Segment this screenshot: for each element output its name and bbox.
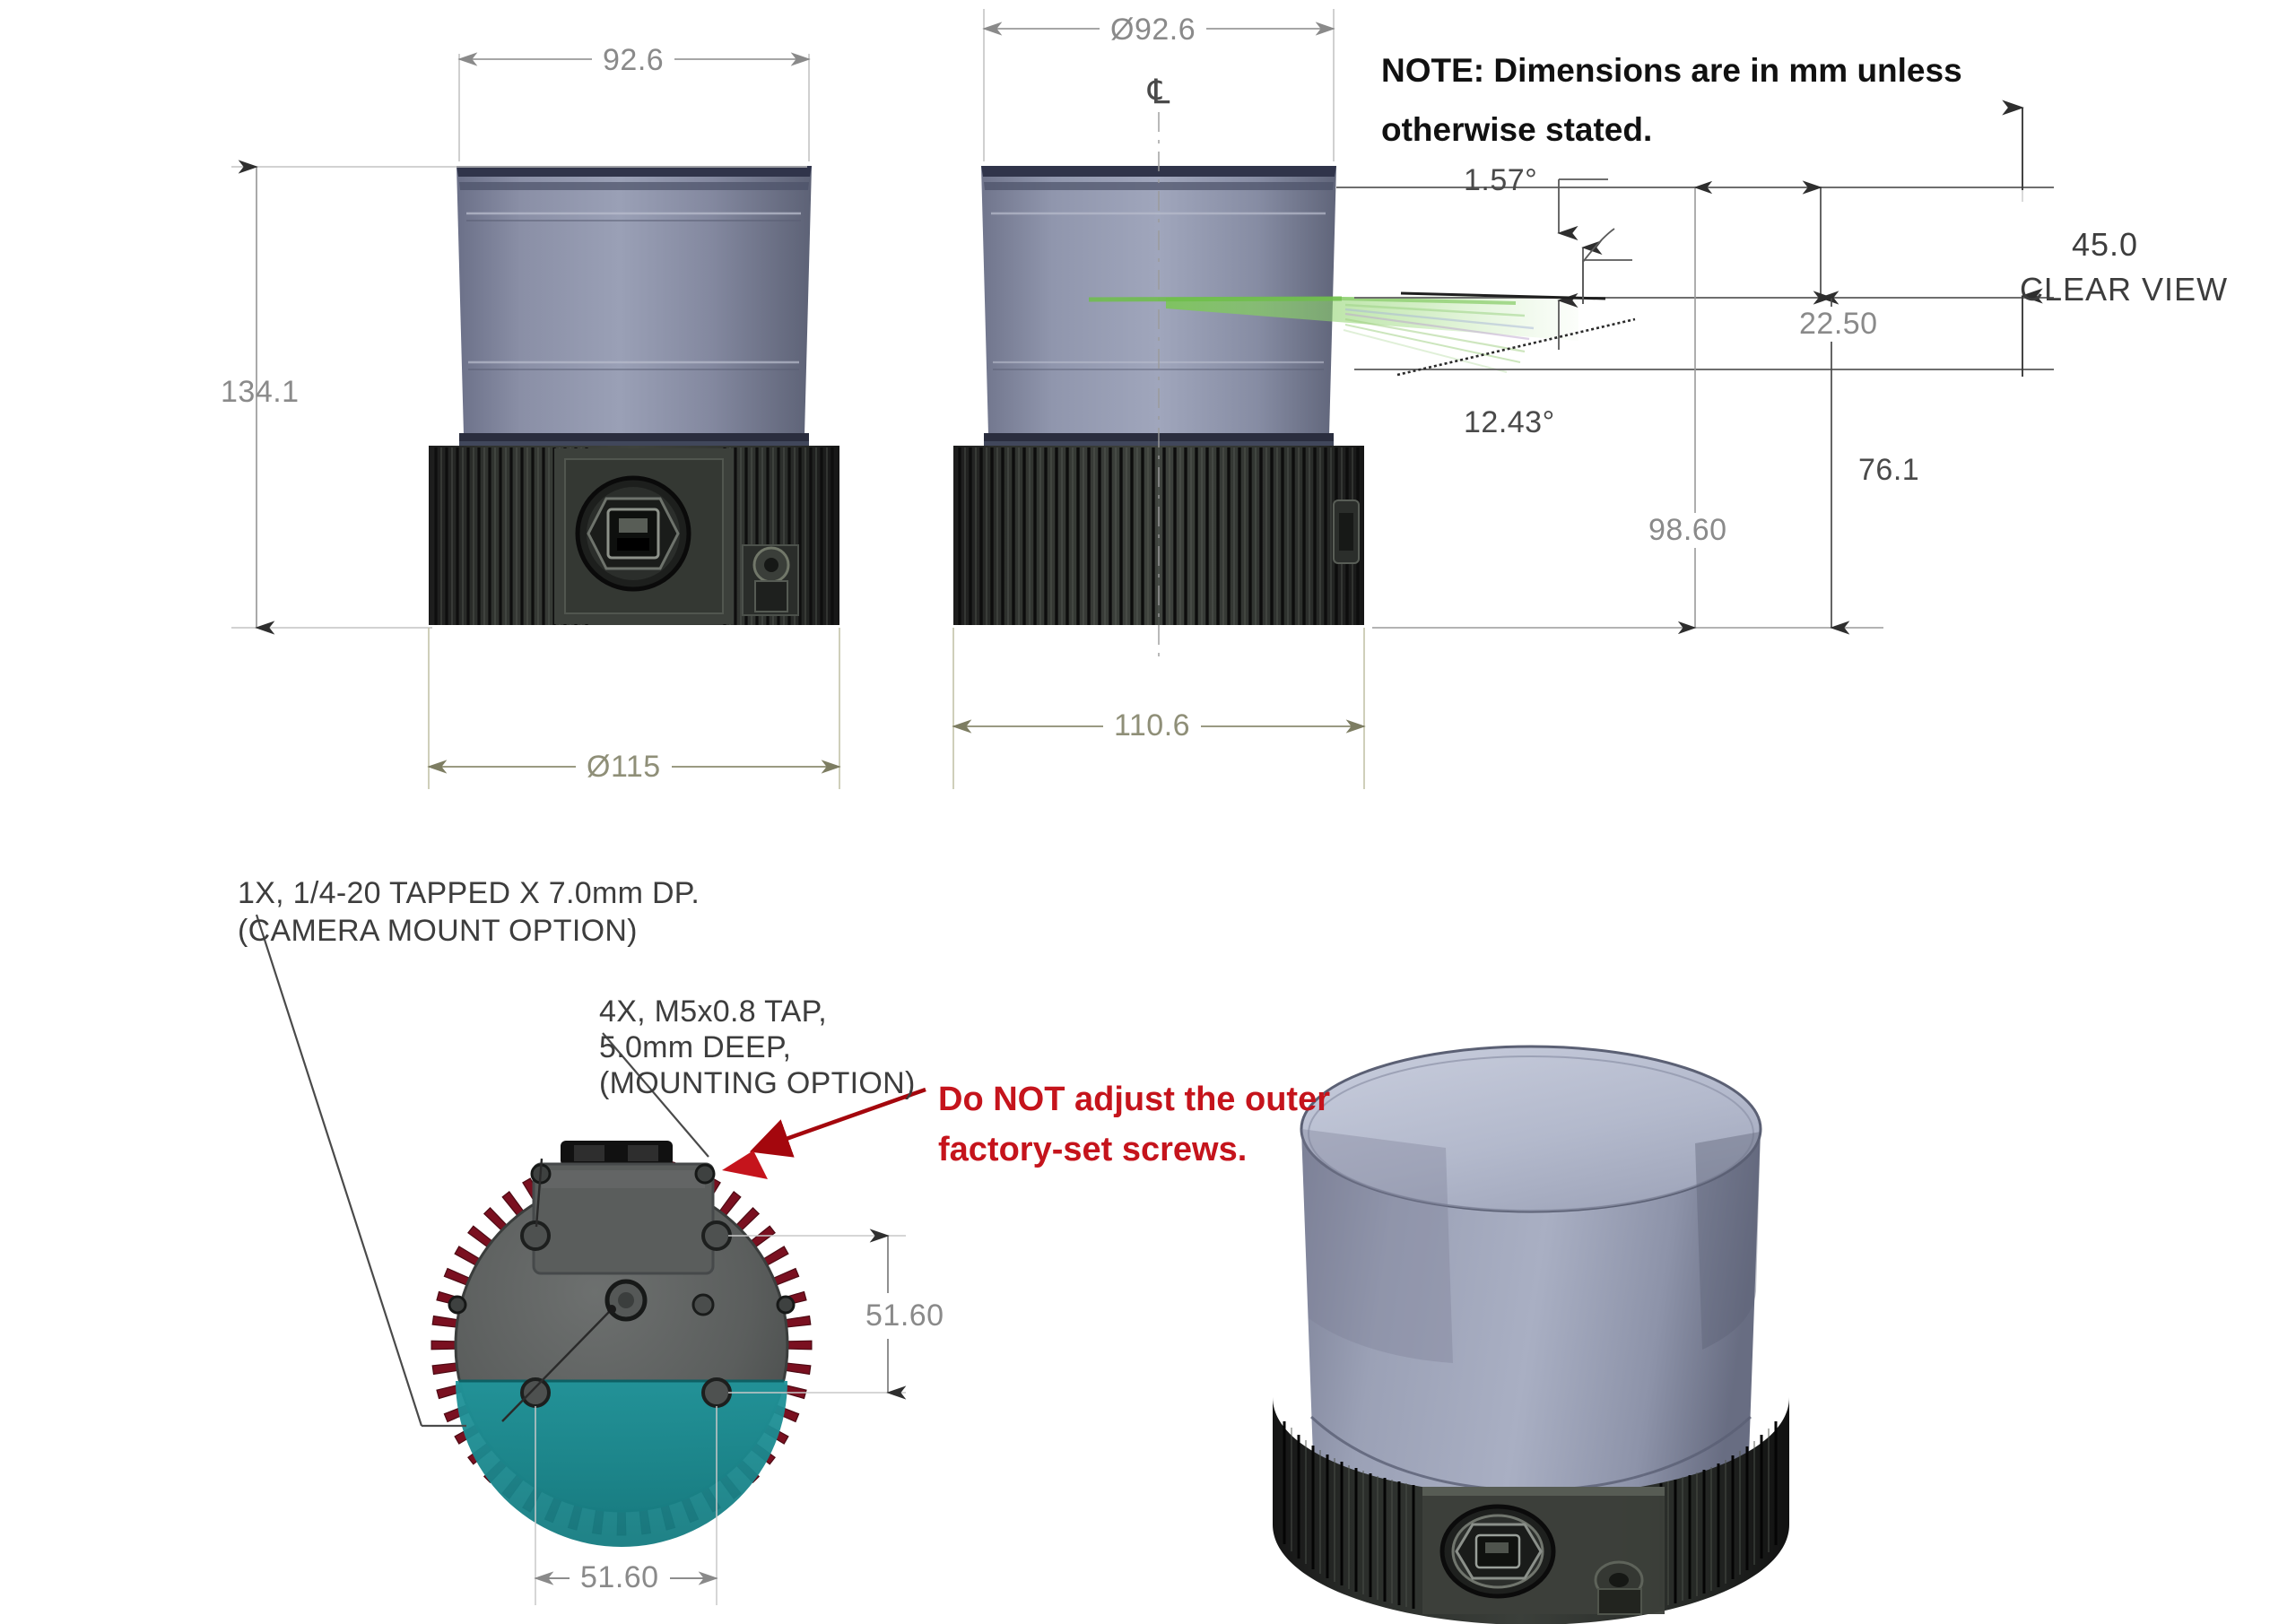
callout-mounting-line-3: (MOUNTING OPTION)	[599, 1066, 916, 1100]
dim-beam-height: 76.1	[1849, 453, 1929, 488]
camera-mount-hole	[604, 1279, 648, 1322]
warning-arrow	[722, 1087, 926, 1179]
callout-camera-mount-line-1: 1X, 1/4-20 TAPPED X 7.0mm DP.	[238, 876, 700, 910]
isometric-geometry	[1273, 1045, 1789, 1624]
clear-view-value-label: 45.0	[2072, 226, 2139, 263]
general-note-line-1: NOTE: Dimensions are in mm unless	[1381, 52, 1962, 89]
callout-mounting-line-2: 5.0mm DEEP,	[599, 1030, 792, 1064]
dim-bottom-hole-spacing-vertical: 51.60	[857, 1293, 953, 1339]
dim-side-base-width: 110.6	[1103, 708, 1202, 743]
warning-text-line-2: factory-set screws.	[938, 1131, 1248, 1168]
side-elevation-geometry	[953, 112, 1364, 664]
warning-text-line-1: Do NOT adjust the outer	[938, 1081, 1330, 1118]
isometric-side-fitting	[1594, 1560, 1644, 1615]
laser-beam-fan	[1088, 296, 1578, 373]
callout-mounting-line-1: 4X, M5x0.8 TAP,	[599, 994, 827, 1029]
bottom-plan-geometry	[430, 1141, 813, 1547]
dim-bottom-hole-spacing-horizontal: 51.60	[570, 1560, 670, 1595]
clear-view-text-label: CLEAR VIEW	[2020, 271, 2229, 308]
front-view-dimension-lines	[231, 52, 841, 789]
bottom-radial-fins	[430, 1154, 813, 1536]
front-elevation-geometry	[429, 166, 839, 625]
front-heatsink-fins	[434, 447, 834, 625]
isometric-connector-port	[1439, 1504, 1556, 1599]
dim-front-base-diameter: Ø115	[576, 750, 672, 785]
side-heatsink-fins	[958, 447, 1360, 625]
dim-angle-upper: 1.57°	[1464, 163, 1538, 197]
bottom-view-dimension-lines	[534, 1229, 907, 1605]
mounting-holes-m5	[520, 1220, 732, 1408]
general-note-line-2: otherwise stated.	[1381, 111, 1653, 148]
centerline-symbol: ℄	[1141, 72, 1178, 112]
dim-beam-to-base: 98.60	[1639, 513, 1736, 548]
dim-front-overall-height: 134.1	[221, 375, 300, 409]
dim-angle-lower: 12.43°	[1464, 405, 1555, 439]
dim-clear-view-offset: 22.50	[1790, 307, 1887, 342]
side-stub-fitting	[1333, 499, 1360, 564]
factory-set-screws	[448, 1163, 796, 1316]
front-side-fitting	[742, 544, 799, 616]
callout-camera-mount-line-2: (CAMERA MOUNT OPTION)	[238, 914, 638, 948]
dim-front-top-width: 92.6	[592, 43, 675, 78]
front-connector-port	[575, 475, 691, 592]
isometric-collar-fins	[1283, 1421, 1778, 1609]
dim-side-top-diameter: Ø92.6	[1100, 13, 1207, 48]
